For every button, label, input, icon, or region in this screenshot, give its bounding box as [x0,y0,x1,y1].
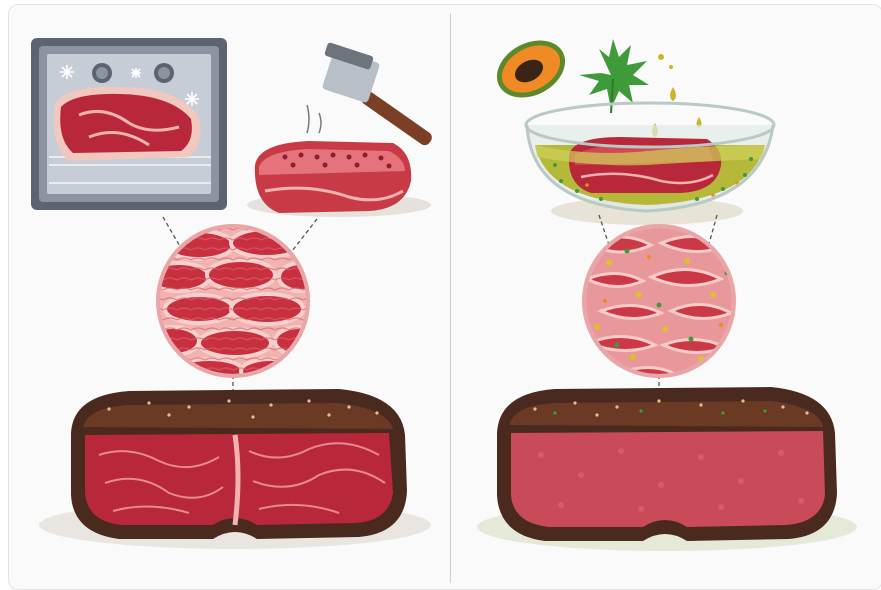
meat-mallet-icon [307,42,434,148]
tenderized-fiber-magnifier-icon [571,215,751,385]
illustration-card [8,4,881,590]
papaya-icon [487,29,575,109]
cooked-steak-cross-section-icon [39,389,431,549]
freezer-icon [31,38,227,210]
right-panel-enzymatic-marinade [451,5,881,589]
marinade-bowl-icon [526,103,774,225]
right-panel-svg [451,5,881,589]
oil-drop-icon [652,54,702,137]
left-panel-svg [9,5,450,589]
cooked-steak-cross-section-icon [477,387,857,551]
pounded-steak-icon [247,141,431,217]
left-panel-mechanical-tenderizing [9,5,450,589]
muscle-fiber-magnifier-icon [147,215,323,385]
